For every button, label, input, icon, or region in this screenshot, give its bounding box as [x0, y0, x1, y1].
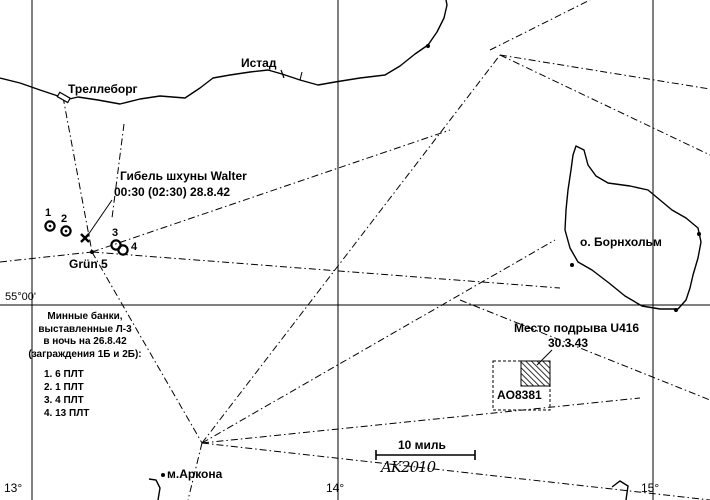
arkona-coastline — [148, 478, 161, 500]
route-grun5-bornholm-ne — [91, 129, 451, 253]
grun5-point — [90, 250, 94, 254]
bornholm-mark-sw — [570, 263, 574, 267]
grid-square-label: AO8381 — [497, 388, 542, 402]
longitude-14: 14° — [326, 481, 345, 495]
mine-number-2: 2 — [61, 213, 68, 225]
mine-field-4 — [117, 244, 129, 256]
longitude-13: 13° — [4, 481, 23, 495]
walter-sinking-cross — [80, 233, 90, 243]
route-arkona-east — [201, 397, 641, 444]
mine-field-1 — [44, 220, 56, 232]
legend-item: 2. 1 ПЛТ — [44, 382, 84, 393]
label-arkona: м.Аркона — [167, 467, 223, 481]
latitude-label: 55°00' — [5, 291, 36, 303]
route-ne-offshore — [499, 54, 710, 90]
arkona-mark — [161, 473, 165, 477]
mine-markers — [44, 220, 129, 256]
longitude-15: 15° — [641, 481, 660, 495]
mine-number-1: 1 — [45, 207, 52, 219]
u416-leader-line — [536, 349, 553, 366]
route-east-lower — [459, 299, 710, 401]
label-grun5: Grün 5 — [69, 257, 108, 271]
route-arkona-se — [201, 442, 710, 500]
legend-item: 1. 6 ПЛТ — [44, 369, 84, 380]
author-signature: AK2010 — [381, 458, 436, 476]
label-bornholm: о. Борнхольм — [580, 235, 662, 249]
arkona-coastline-2 — [611, 480, 629, 500]
label-trelleborg: Треллеборг — [68, 82, 138, 96]
bornholm-island — [564, 145, 702, 310]
legend-title-line: выставленные Л-3 — [38, 323, 132, 335]
mine-number-3: 3 — [112, 227, 119, 239]
legend-list: 1. 6 ПЛТ 2. 1 ПЛТ 3. 4 ПЛТ 4. 13 ПЛТ — [44, 368, 89, 420]
route-arkona-bornholm — [201, 239, 556, 444]
u416-title: Место подрыва U416 — [514, 321, 640, 335]
mine-field-2 — [60, 225, 72, 237]
route-grun5-east — [91, 251, 561, 289]
walter-time: 00:30 (02:30) 28.8.42 — [114, 185, 231, 199]
walter-title: Гибель шхуны Walter — [120, 169, 247, 183]
route-trelleborg-grun5 — [62, 96, 93, 253]
legend-title: Минные банки, выставленные Л-3 в ночь на… — [10, 311, 160, 361]
trelleborg-harbour-mark — [56, 91, 72, 104]
swedish-coastline — [0, 0, 448, 105]
scale-label: 10 миль — [398, 438, 446, 452]
bornholm-mark-s — [674, 308, 678, 312]
route-grun5-west — [0, 251, 93, 263]
bornholm-mark-e — [697, 232, 701, 236]
legend-title-line: Минные банки, — [47, 311, 123, 322]
route-arkona-south — [187, 442, 203, 500]
legend-item: 4. 13 ПЛТ — [44, 408, 90, 419]
label-ystad: Истад — [241, 56, 277, 70]
river-mouth — [299, 71, 303, 81]
scale-bar — [375, 450, 476, 460]
route-ne-diag — [499, 54, 710, 156]
route-ne-out — [489, 0, 591, 51]
legend-item: 3. 4 ПЛТ — [44, 395, 84, 406]
mine-number-4: 4 — [131, 241, 138, 253]
ystad-mark — [280, 69, 285, 79]
legend-title-line: (заграждения 1Б и 2Б): — [28, 348, 142, 360]
legend-title-line: в ночь на 26.8.42 — [43, 336, 127, 347]
u416-subsquare — [520, 360, 551, 387]
route-arkona-ne — [201, 54, 501, 444]
walter-leader-line — [87, 199, 113, 236]
route-trelleborg-nne — [111, 123, 125, 219]
u416-date: 30.3.43 — [548, 336, 589, 350]
river-mark — [426, 44, 430, 48]
